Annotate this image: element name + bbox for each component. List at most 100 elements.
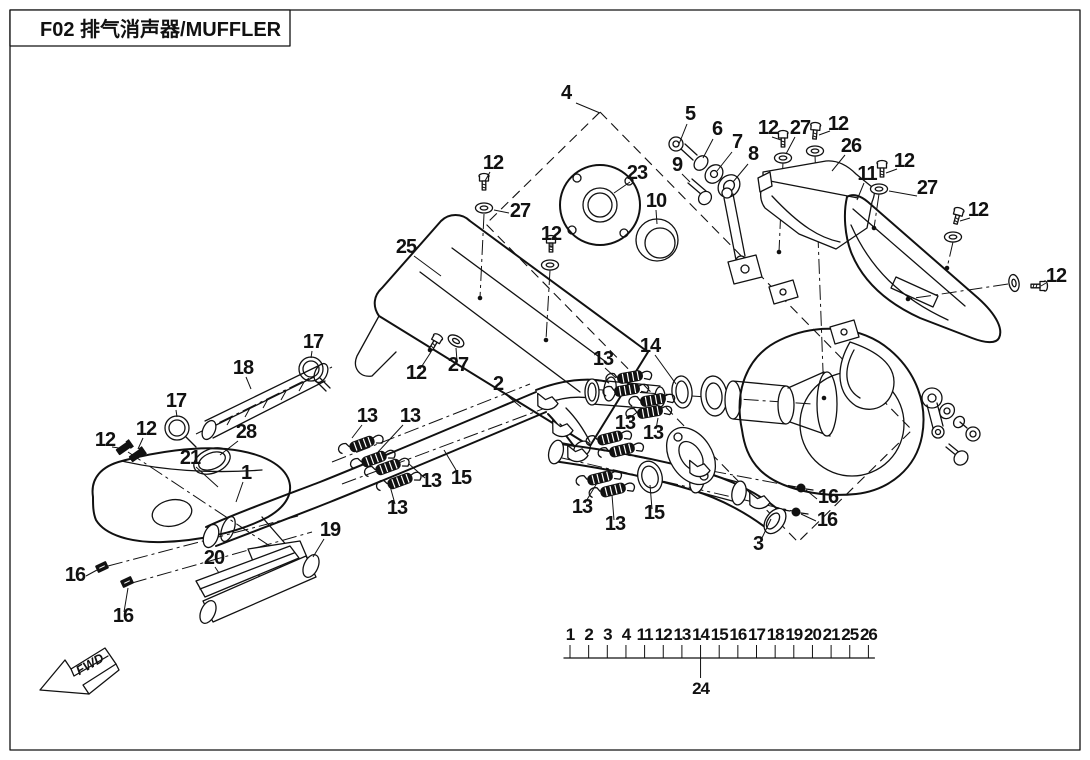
callout-label: 23 [627, 162, 648, 184]
index-number: 11 [637, 625, 654, 644]
callout-label: 26 [841, 135, 862, 157]
spring-13 [625, 405, 672, 419]
spring-13 [602, 383, 649, 397]
callout-label: 17 [166, 390, 187, 412]
callout-label: 5 [685, 103, 696, 125]
tail-pipe-3 [546, 419, 790, 538]
callout-label: 12 [483, 152, 504, 174]
index-number: 25 [841, 625, 858, 644]
side-panel-right-11 [845, 195, 1000, 342]
leader-line [585, 483, 597, 503]
callout-label: 25 [396, 236, 417, 258]
callout-label: 3 [753, 533, 764, 555]
leader-line [655, 355, 676, 384]
pipe-clip [535, 389, 559, 412]
mount-dot [427, 347, 433, 353]
spring-13 [628, 393, 675, 407]
leader-line [960, 218, 970, 221]
callout-label: 12 [1046, 265, 1067, 287]
callout-label: 16 [65, 564, 86, 586]
mount-dot [543, 337, 549, 343]
index-number: 3 [603, 625, 612, 644]
fwd-direction-arrow: FWD [40, 648, 119, 694]
callout-label: 12 [758, 117, 779, 139]
mid-pipe-assembly-14 [585, 372, 837, 436]
screw-12 [809, 122, 820, 139]
callout-label: 27 [448, 354, 469, 376]
callout-label: 6 [712, 118, 723, 140]
leader-line [857, 183, 864, 200]
spring-13 [349, 445, 396, 473]
leader-line [801, 514, 816, 521]
leader-line [313, 539, 324, 557]
callout-label: 12 [968, 199, 989, 221]
callout-label: 18 [233, 357, 254, 379]
index-number: 2 [584, 625, 593, 644]
leader-line [786, 137, 795, 154]
callout-label: 21 [180, 447, 201, 469]
muffler-body [728, 255, 924, 495]
bolt-12 [115, 439, 134, 456]
leader-line [176, 410, 177, 417]
leader-line [656, 210, 657, 224]
callout-label: 14 [640, 335, 662, 357]
spring-13 [585, 426, 632, 449]
screw-12 [1031, 281, 1048, 291]
leader-line [819, 131, 830, 135]
callout-label: 12 [828, 113, 849, 135]
callout-label: 1 [241, 462, 252, 484]
callout-label: 28 [236, 421, 257, 443]
callout-label: 13 [605, 513, 626, 535]
callout-label: 10 [646, 190, 667, 212]
washer-27 [775, 153, 792, 163]
spring-13 [588, 478, 635, 501]
pipe-clip [747, 488, 771, 511]
index-number: 15 [711, 625, 728, 644]
pipe-clip [687, 456, 711, 479]
flex-tube-18 [199, 361, 330, 441]
leader-line [409, 464, 425, 478]
callout-label: 12 [136, 418, 157, 440]
leader-line [196, 467, 218, 487]
spring-13 [337, 430, 384, 458]
washer-27 [945, 232, 962, 242]
leader-line [806, 490, 817, 499]
callout-label: 27 [917, 177, 938, 199]
index-number: 12 [655, 625, 672, 644]
callout-label: 12 [541, 223, 562, 245]
spring-13 [575, 466, 622, 489]
mount-dot [905, 296, 911, 302]
index-ref-number: 24 [692, 679, 710, 698]
title-box [10, 10, 290, 46]
leader-line [220, 441, 238, 455]
washer-27 [476, 203, 493, 213]
leader-line [614, 182, 630, 193]
ball-studs-16 [784, 483, 813, 517]
callout-label: 12 [406, 362, 427, 384]
leader-line [485, 172, 490, 181]
leader-line [612, 495, 614, 520]
leader-line [138, 438, 143, 449]
leader-line [246, 377, 251, 389]
leader-line [414, 256, 441, 276]
callout-label: 27 [790, 117, 811, 139]
callout-label: 9 [672, 154, 683, 176]
leader-line [717, 152, 732, 171]
mount-dot [776, 249, 782, 255]
small-hardware [95, 122, 1048, 588]
leader-line [703, 139, 713, 158]
callout-label: 12 [894, 150, 915, 172]
leader-line [444, 450, 456, 470]
leader-line [761, 519, 771, 540]
shield-plate-20 [196, 546, 299, 597]
leader-line [656, 418, 658, 429]
leader-line [679, 124, 687, 144]
callout-label: 19 [320, 519, 341, 541]
hanger-hardware-right [922, 388, 980, 468]
callout-label: 16 [818, 486, 839, 508]
leader-line [215, 567, 219, 573]
spring-13 [605, 370, 652, 384]
